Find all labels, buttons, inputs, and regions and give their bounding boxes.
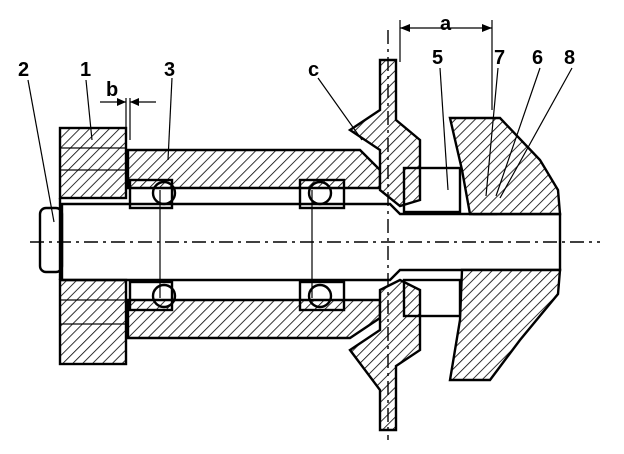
- dimension-a: [399, 20, 493, 110]
- callout-3: 3: [164, 59, 175, 81]
- callout-c: c: [308, 59, 319, 81]
- dimension-b: [100, 98, 156, 140]
- callout-6: 6: [532, 47, 543, 69]
- impeller: [448, 116, 562, 382]
- leader-lines: [27, 67, 573, 223]
- ball-bearings: [128, 178, 346, 312]
- pump-body-flange: [347, 58, 422, 432]
- callout-7: 7: [494, 47, 505, 69]
- callout-5: 5: [432, 47, 443, 69]
- callout-1: 1: [80, 59, 91, 81]
- callout-b: b: [106, 79, 118, 101]
- pulley-hub: [58, 126, 128, 366]
- callout-2: 2: [18, 59, 29, 81]
- callout-8: 8: [564, 47, 575, 69]
- shaft-end-nut: [38, 206, 64, 274]
- callout-a: a: [440, 13, 452, 35]
